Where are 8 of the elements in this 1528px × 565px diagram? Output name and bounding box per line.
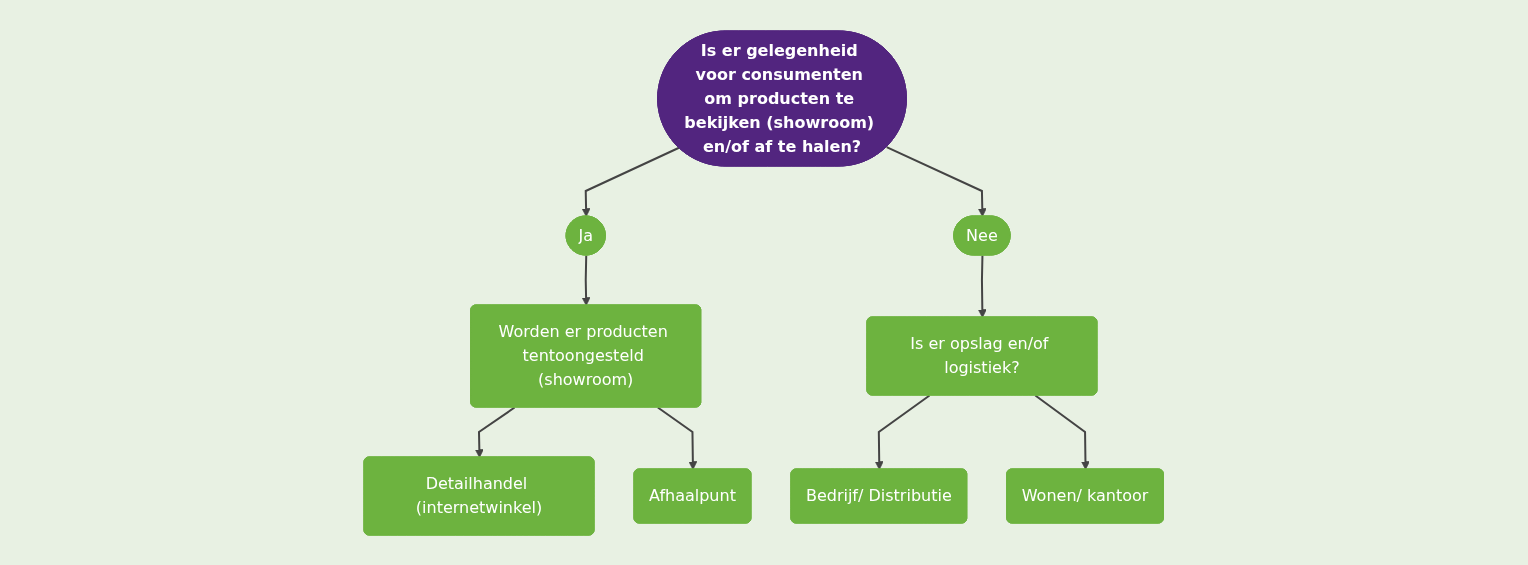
arrow <box>657 406 698 470</box>
arrow <box>978 254 988 318</box>
arrow <box>1034 394 1091 470</box>
arrow <box>582 146 681 217</box>
arrow <box>885 145 987 217</box>
arrow <box>875 394 931 470</box>
arrow <box>475 406 516 458</box>
arrow <box>582 254 591 306</box>
